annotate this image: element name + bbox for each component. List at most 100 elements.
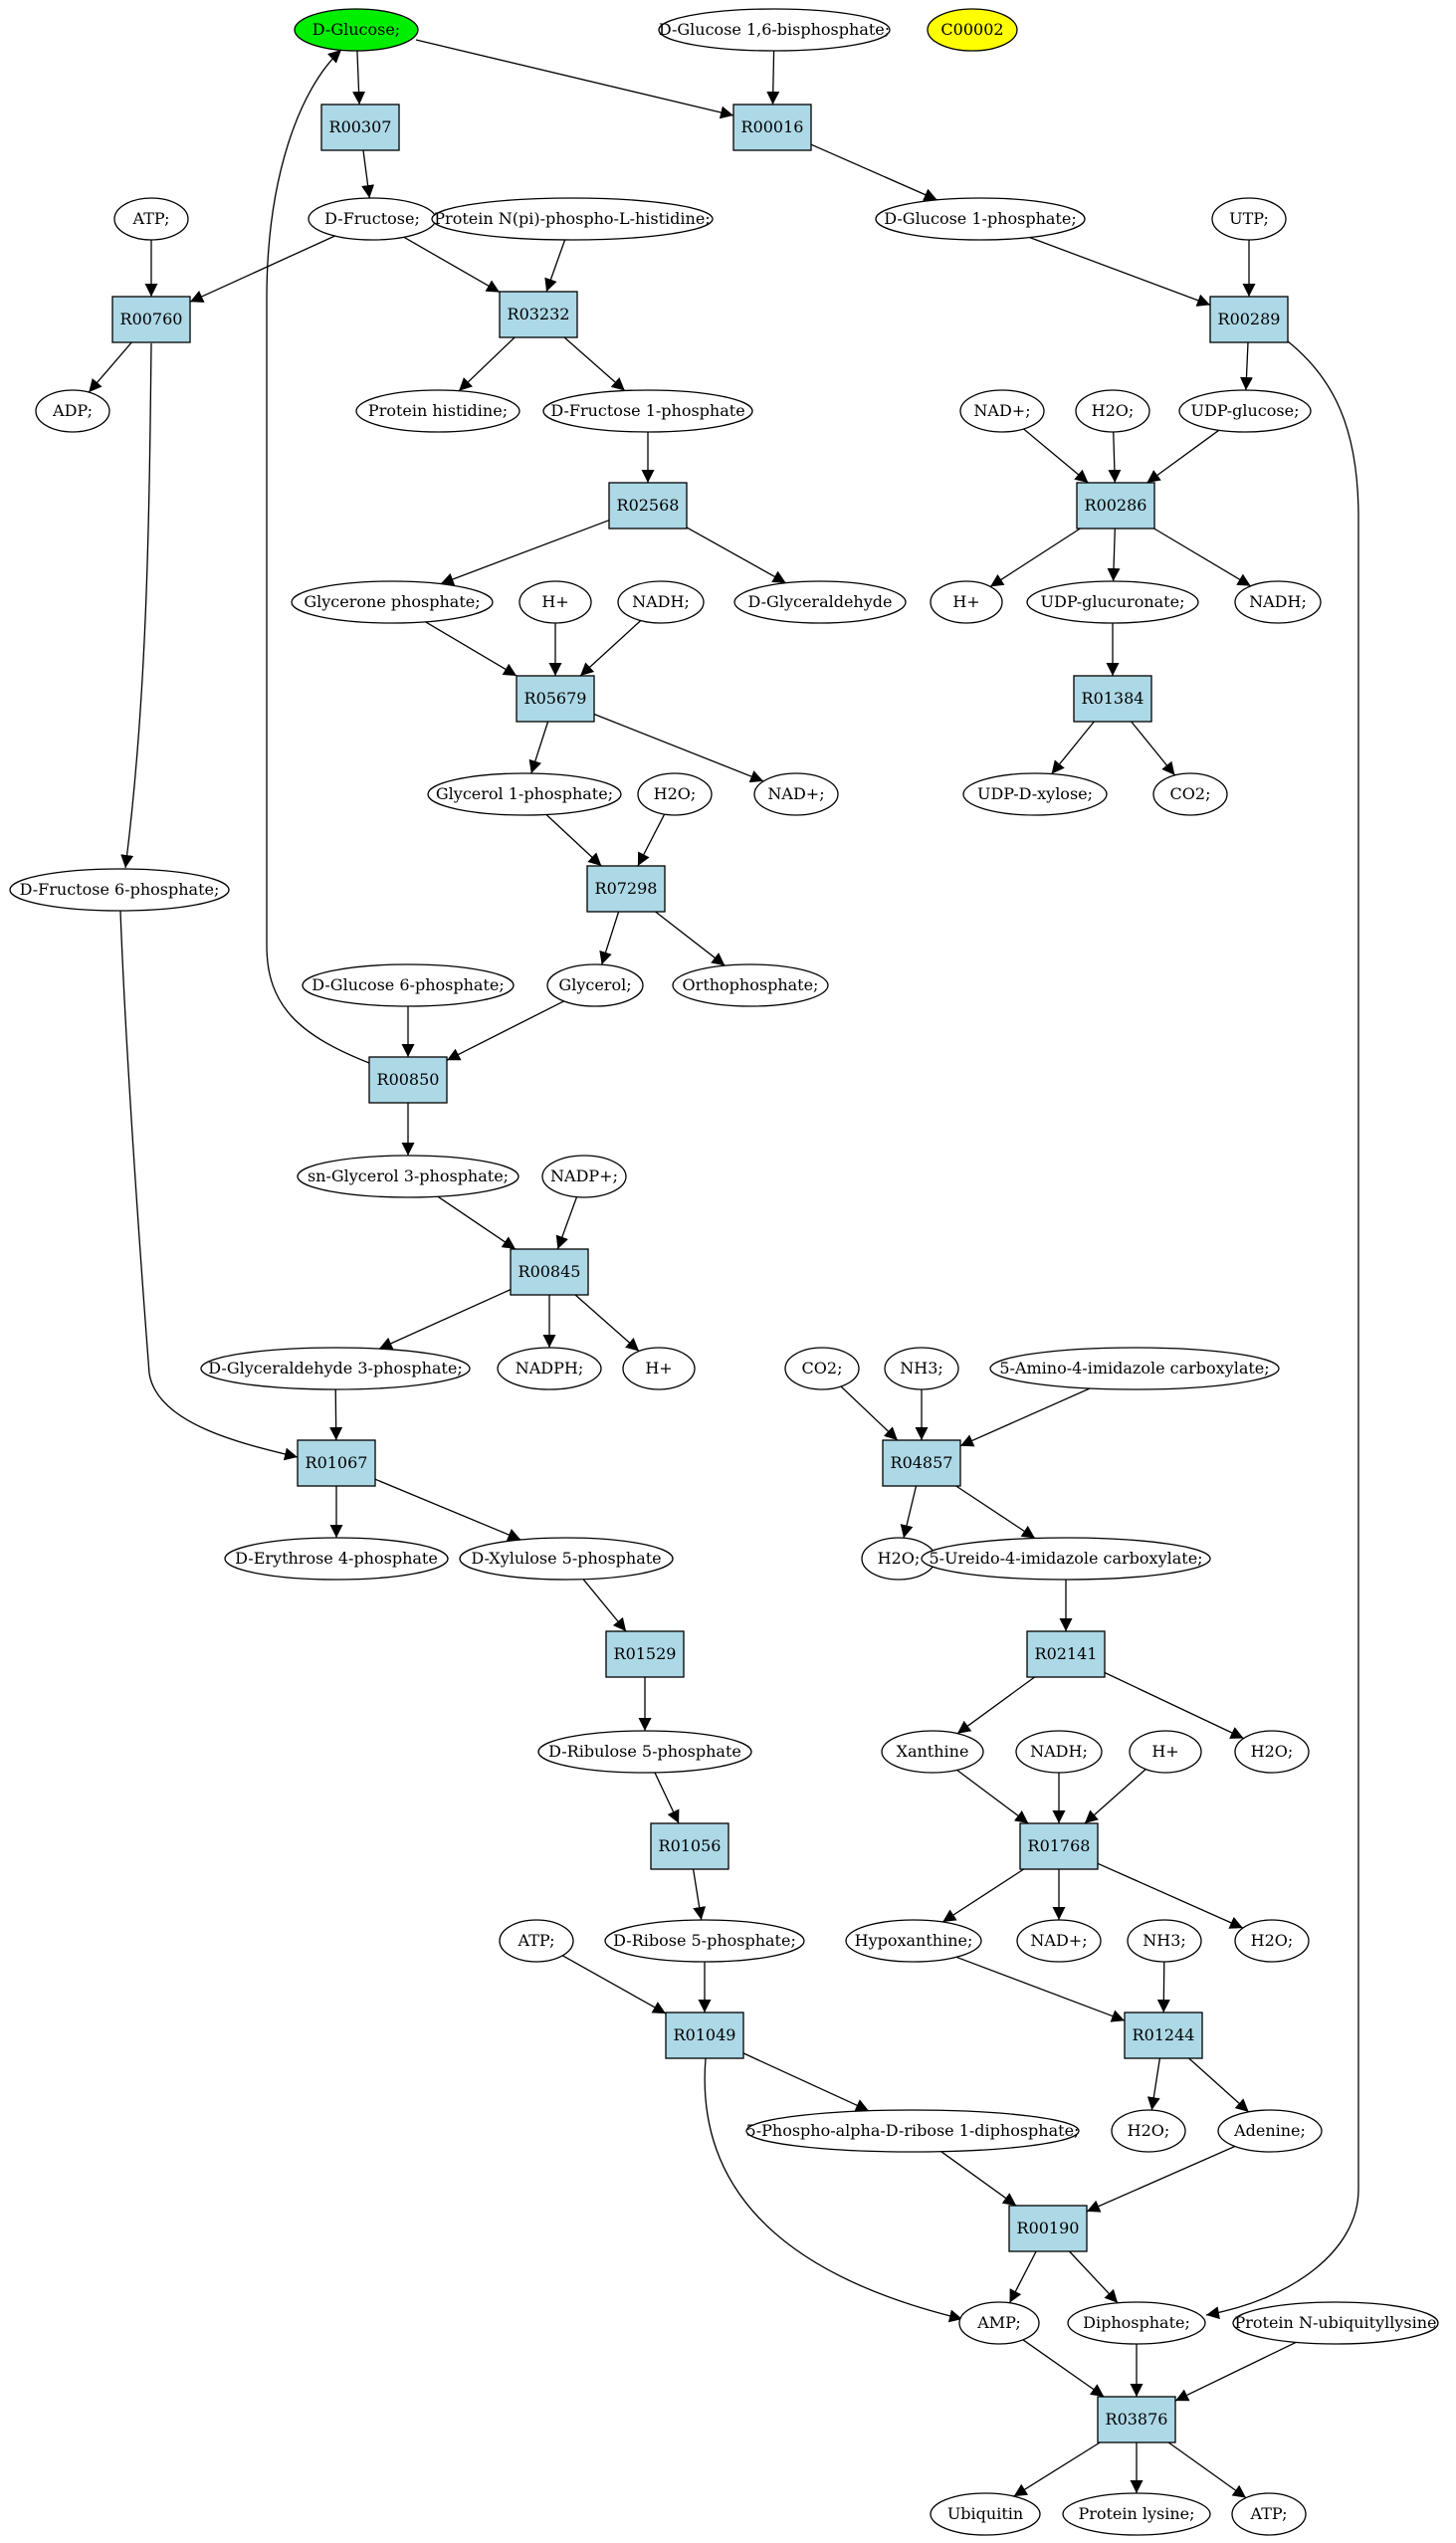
reaction-node-r-r05679[interactable]: R05679 <box>516 675 595 723</box>
reaction-node-r-r02568[interactable]: R02568 <box>608 482 688 530</box>
reaction-node-r-r00760[interactable]: R00760 <box>111 296 191 343</box>
compound-node-c-aminoimidazole[interactable]: 5-Amino-4-imidazole carboxylate; <box>989 1347 1280 1390</box>
compound-node-c-atp2[interactable]: ATP; <box>499 1919 574 1963</box>
reaction-node-r-r04857[interactable]: R04857 <box>882 1439 961 1487</box>
compound-node-c-nh3-2[interactable]: NH3; <box>1127 1919 1202 1963</box>
compound-node-c-c00002[interactable]: C00002 <box>927 8 1018 52</box>
compound-node-c-proteinnpi[interactable]: Protein N(pi)-phospho-L-histidine; <box>431 197 714 241</box>
compound-node-c-adenine[interactable]: Adenine; <box>1217 2109 1323 2153</box>
compound-node-c-h2o2[interactable]: H2O; <box>637 772 713 816</box>
compound-node-c-dfructose6p[interactable]: D-Fructose 6-phosphate; <box>9 868 230 912</box>
compound-node-c-dglucose1p[interactable]: D-Glucose 1-phosphate; <box>875 197 1086 241</box>
reaction-node-r-r00286[interactable]: R00286 <box>1076 482 1155 530</box>
compound-node-c-ureidoimidazole[interactable]: 5-Ureido-4-imidazole carboxylate; <box>921 1537 1211 1581</box>
reaction-node-r-r01768[interactable]: R01768 <box>1019 1822 1099 1870</box>
reaction-node-r-r01056[interactable]: R01056 <box>650 1822 729 1870</box>
node-label: R00307 <box>329 117 392 136</box>
compound-node-c-nadplus2[interactable]: NAD+; <box>753 772 839 816</box>
compound-node-c-h2o5[interactable]: H2O; <box>1234 1919 1310 1963</box>
compound-node-c-dglucose6p[interactable]: D-Glucose 6-phosphate; <box>302 963 515 1007</box>
compound-node-c-nh3-1[interactable]: NH3; <box>884 1347 959 1390</box>
compound-node-c-prpp[interactable]: 5-Phospho-alpha-D-ribose 1-diphosphate; <box>745 2109 1080 2153</box>
edge-c_atp2-to-r_R01049 <box>561 1955 667 2014</box>
compound-node-c-nadpplus[interactable]: NADP+; <box>541 1155 627 1198</box>
compound-node-c-glycerol[interactable]: Glycerol; <box>546 963 644 1007</box>
edge-c_co2_2-to-r_R04857 <box>840 1385 899 1441</box>
compound-node-c-hplus2[interactable]: H+ <box>930 580 1003 624</box>
compound-node-c-dglucose16bp[interactable]: D-Glucose 1,6-bisphosphate; <box>658 8 891 52</box>
node-label: R00760 <box>120 310 183 328</box>
compound-node-c-nadplus3[interactable]: NAD+; <box>1016 1919 1102 1963</box>
compound-node-c-udpglucuronate[interactable]: UDP-glucuronate; <box>1026 580 1199 624</box>
compound-node-c-amp[interactable]: AMP; <box>958 2301 1040 2345</box>
edge-c_adenine-to-r_R00190 <box>1086 2145 1236 2213</box>
edge-c_dfructose-to-r_R00760 <box>189 235 335 303</box>
node-label: D-Glyceraldehyde <box>748 592 893 611</box>
reaction-node-r-r02141[interactable]: R02141 <box>1026 1630 1106 1678</box>
compound-node-c-co2-2[interactable]: CO2; <box>784 1347 860 1390</box>
compound-node-c-udpglucose[interactable]: UDP-glucose; <box>1178 389 1312 433</box>
compound-node-c-nadph[interactable]: NADPH; <box>497 1347 602 1390</box>
compound-node-c-dglyceraldehyde[interactable]: D-Glyceraldehyde <box>733 580 907 624</box>
compound-node-c-nadh2[interactable]: NADH; <box>1234 580 1322 624</box>
compound-node-c-hplus3[interactable]: H+ <box>622 1347 696 1390</box>
compound-node-c-atp3[interactable]: ATP; <box>1231 2492 1307 2536</box>
compound-node-c-hplus4[interactable]: H+ <box>1129 1730 1202 1774</box>
reaction-node-r-r00190[interactable]: R00190 <box>1008 2205 1088 2252</box>
node-label: R01384 <box>1082 689 1144 708</box>
reaction-node-r-r01244[interactable]: R01244 <box>1124 2012 1203 2059</box>
compound-node-c-glyceronep[interactable]: Glycerone phosphate; <box>291 580 494 624</box>
compound-node-c-orthophosphate[interactable]: Orthophosphate; <box>672 963 829 1007</box>
compound-node-c-nadh3[interactable]: NADH; <box>1015 1730 1103 1774</box>
reaction-node-r-r03876[interactable]: R03876 <box>1097 2396 1176 2443</box>
compound-node-c-xanthine[interactable]: Xanthine <box>881 1730 984 1774</box>
edge-c_nadh1-to-r_R05679 <box>579 620 642 677</box>
compound-node-c-nadplus1[interactable]: NAD+; <box>959 389 1045 433</box>
compound-node-c-dfructose[interactable]: D-Fructose; <box>308 197 437 241</box>
edge-r_R02141-to-c_xanthine <box>956 1676 1035 1735</box>
reaction-node-r-r00289[interactable]: R00289 <box>1209 296 1289 343</box>
compound-node-c-udpdxylose[interactable]: UDP-D-xylose; <box>962 772 1108 816</box>
reaction-node-r-r00016[interactable]: R00016 <box>732 104 812 151</box>
compound-node-c-adp[interactable]: ADP; <box>35 389 110 433</box>
reaction-node-r-r01049[interactable]: R01049 <box>665 2012 744 2059</box>
node-label: Hypoxanthine; <box>855 1931 973 1950</box>
compound-node-c-snglycerol3p[interactable]: sn-Glycerol 3-phosphate; <box>297 1155 520 1198</box>
node-label: R01244 <box>1133 2025 1195 2044</box>
compound-node-c-dribose5p[interactable]: D-Ribose 5-phosphate; <box>604 1919 805 1963</box>
compound-node-c-dglucose[interactable]: D-Glucose; <box>294 8 419 52</box>
compound-node-c-derythrose4p[interactable]: D-Erythrose 4-phosphate <box>224 1537 449 1581</box>
edge-c_amp-to-r_R03876 <box>1022 2339 1105 2398</box>
compound-node-c-h2o4[interactable]: H2O; <box>1234 1730 1310 1774</box>
compound-node-c-atp1[interactable]: ATP; <box>113 197 189 241</box>
reaction-node-r-r00307[interactable]: R00307 <box>320 104 400 151</box>
reaction-node-r-r01529[interactable]: R01529 <box>605 1630 685 1678</box>
compound-node-c-hypoxanthine[interactable]: Hypoxanthine; <box>845 1919 982 1963</box>
reaction-node-r-r03232[interactable]: R03232 <box>499 291 578 338</box>
reaction-node-r-r01384[interactable]: R01384 <box>1073 675 1152 723</box>
compound-node-c-dribulose5p[interactable]: D-Ribulose 5-phosphate <box>537 1730 752 1774</box>
compound-node-c-proteinubq[interactable]: Protein N-ubiquityllysine <box>1232 2301 1439 2345</box>
compound-node-c-proteinlysine[interactable]: Protein lysine; <box>1062 2492 1211 2536</box>
compound-node-c-h2o1[interactable]: H2O; <box>1075 389 1150 433</box>
reaction-node-r-r00850[interactable]: R00850 <box>368 1056 448 1104</box>
reaction-node-r-r01067[interactable]: R01067 <box>297 1439 376 1487</box>
compound-node-c-proteinhis[interactable]: Protein histidine; <box>355 389 520 433</box>
reaction-node-r-r00845[interactable]: R00845 <box>510 1248 589 1296</box>
compound-node-c-diphosphate[interactable]: Diphosphate; <box>1067 2301 1206 2345</box>
compound-node-c-co2-1[interactable]: CO2; <box>1152 772 1228 816</box>
node-label: NAD+; <box>767 784 824 803</box>
compound-node-c-utp[interactable]: UTP; <box>1211 197 1287 241</box>
compound-node-c-nadh1[interactable]: NADH; <box>617 580 705 624</box>
compound-ellipse <box>459 1537 674 1581</box>
reaction-node-r-r07298[interactable]: R07298 <box>586 865 666 913</box>
compound-node-c-dglyceraldehyde3p[interactable]: D-Glyceraldehyde 3-phosphate; <box>200 1347 471 1390</box>
compound-node-c-hplus1[interactable]: H+ <box>519 580 592 624</box>
compound-node-c-dfructose1p[interactable]: D-Fructose 1-phosphate <box>542 389 753 433</box>
node-label: H+ <box>645 1359 672 1377</box>
compound-node-c-glycerol1p[interactable]: Glycerol 1-phosphate; <box>427 772 622 816</box>
compound-node-c-ubiquitin[interactable]: Ubiquitin <box>930 2492 1041 2536</box>
compound-node-c-dxylulose5p[interactable]: D-Xylulose 5-phosphate <box>459 1537 674 1581</box>
compound-node-c-h2o6[interactable]: H2O; <box>1111 2109 1186 2153</box>
node-label: NH3; <box>900 1359 943 1377</box>
